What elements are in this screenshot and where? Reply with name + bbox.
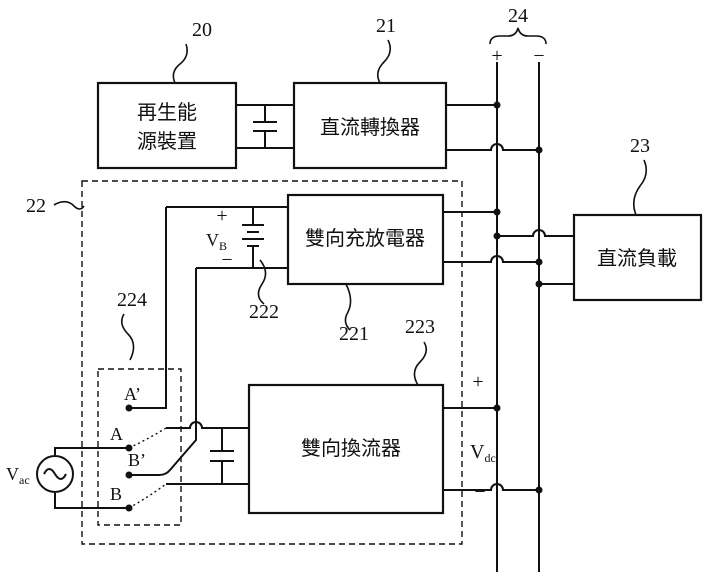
- inverter-label: 雙向換流器: [301, 436, 401, 460]
- charger-label: 雙向充放電器: [305, 226, 425, 250]
- renewable-leader: [172, 43, 188, 84]
- charger-leader: [344, 283, 352, 331]
- node: [493, 208, 501, 216]
- inverter-leader: [413, 341, 428, 386]
- dc-load-label: 直流負載: [597, 246, 677, 270]
- ac-source-label: Vac: [6, 464, 30, 487]
- dc-converter-ref-number: 21: [376, 15, 396, 37]
- charger-to-bus-minus: [443, 255, 539, 263]
- renewable-energy-block: [96, 81, 238, 170]
- node: [535, 280, 543, 288]
- node: [535, 146, 543, 154]
- inverter-ac-top-wire: [166, 421, 249, 429]
- bus-brace: [489, 27, 547, 45]
- inverter-ref-number: 223: [405, 316, 435, 338]
- dc-converter-block: [292, 81, 448, 170]
- battery-voltage-label: VB: [206, 230, 227, 253]
- charger-ref-number: 221: [339, 323, 369, 345]
- system-leader: [53, 200, 85, 210]
- system-boundary: [81, 180, 463, 545]
- vdc-plus-sign: +: [472, 371, 483, 393]
- bus-minus-sign: −: [533, 45, 544, 67]
- terminal-b-prime-label: B’: [128, 450, 146, 470]
- renewable-label-line2: 源裝置: [137, 129, 197, 153]
- link-capacitor: [236, 104, 294, 149]
- bus-plus-sign: +: [491, 45, 502, 67]
- ac-capacitor: [210, 428, 234, 484]
- dc-converter-label: 直流轉換器: [320, 115, 420, 139]
- terminal-a-label: A: [110, 424, 123, 444]
- system-ref-number: 22: [26, 195, 46, 217]
- renewable-ref-number: 20: [192, 19, 212, 41]
- switch-leader: [120, 313, 135, 361]
- converter-to-bus-minus: [446, 143, 539, 151]
- bidirectional-charger-block: [286, 193, 445, 286]
- terminal-a-prime-label: A’: [124, 384, 141, 404]
- ac-source-symbol: [36, 455, 74, 493]
- node: [493, 232, 501, 240]
- node: [493, 101, 501, 109]
- switch-ref-number: 224: [117, 289, 147, 311]
- node: [535, 258, 543, 266]
- ac-sine-icon: [43, 468, 67, 480]
- battery-symbol: [166, 206, 288, 269]
- node: [493, 404, 501, 412]
- load-plus-wire: [497, 229, 574, 237]
- bidirectional-inverter-block: [247, 383, 445, 515]
- battery-leader: [257, 259, 267, 305]
- dc-bus: [496, 62, 540, 572]
- inverter-to-bus-minus: [443, 483, 539, 491]
- b-prime-to-battery: [129, 268, 197, 476]
- battery-ref-number: 222: [249, 301, 279, 323]
- bus-ref-number: 24: [508, 5, 528, 27]
- node: [535, 486, 543, 494]
- a-prime-to-battery: [129, 207, 167, 409]
- dc-load-block: [572, 213, 703, 302]
- vdc-minus-sign: −: [474, 481, 485, 503]
- terminal-b-label: B: [110, 484, 122, 504]
- dc-load-ref-number: 23: [630, 135, 650, 157]
- vdc-label: Vdc: [470, 441, 496, 465]
- ac-source-bottom-wire: [54, 493, 129, 509]
- dc-load-leader: [632, 159, 648, 216]
- renewable-label-line1: 再生能: [137, 100, 197, 124]
- ac-source-top-wire: [54, 447, 129, 455]
- dc-converter-leader: [376, 39, 392, 84]
- battery-minus-sign: −: [221, 249, 232, 271]
- battery-plus-sign: +: [216, 205, 227, 227]
